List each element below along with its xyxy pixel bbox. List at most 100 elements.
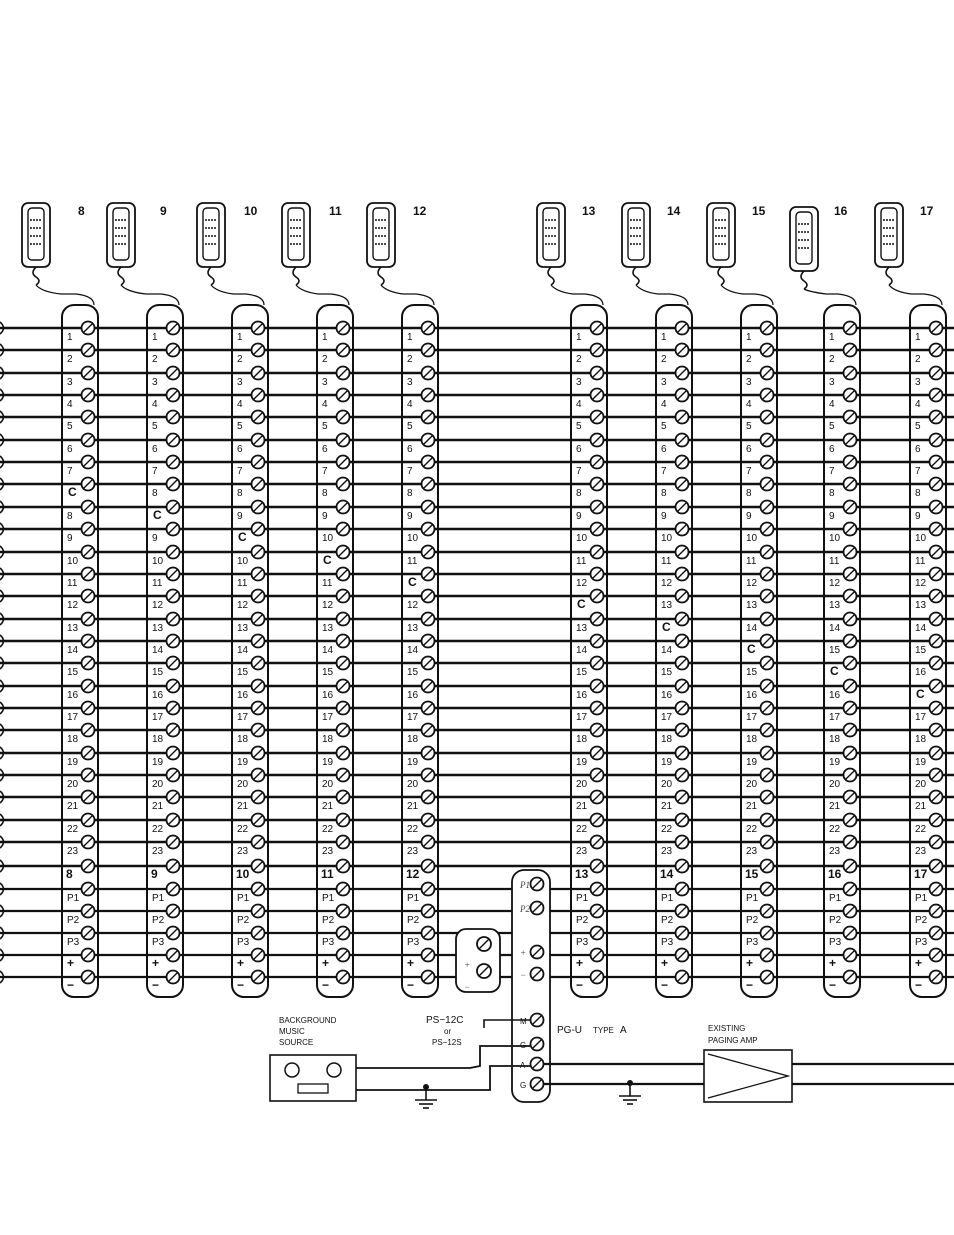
terminal-screw xyxy=(589,858,605,874)
terminal-label: 10 xyxy=(407,533,419,544)
wall-telephone-icon: 15 xyxy=(706,202,774,306)
bus-wire-stub xyxy=(0,768,5,782)
terminal-screw xyxy=(420,678,436,694)
terminal-screw xyxy=(335,633,351,649)
terminal-label: 14 xyxy=(237,645,249,656)
terminal-label: P2 xyxy=(67,915,80,926)
terminal-screw xyxy=(928,655,944,671)
terminal-screw xyxy=(842,544,858,560)
terminal-label: + xyxy=(67,956,74,970)
terminal-screw xyxy=(529,1036,545,1052)
terminal-label: 7 xyxy=(322,466,328,477)
terminal-screw xyxy=(165,700,181,716)
terminal-label: 18 xyxy=(407,734,419,745)
terminal-screw xyxy=(928,566,944,582)
terminal-label: + xyxy=(915,956,922,970)
terminal-screw xyxy=(335,342,351,358)
terminal-screw xyxy=(476,936,492,952)
terminal-label: 10 xyxy=(67,556,79,567)
terminal-label: 12 xyxy=(407,600,419,611)
station-terminal-number: 16 xyxy=(828,867,842,881)
terminal-label: P3 xyxy=(829,937,842,948)
terminal-label: 20 xyxy=(576,779,588,790)
terminal-label: 14 xyxy=(322,645,334,656)
terminal-screw xyxy=(928,767,944,783)
terminal-screw xyxy=(420,409,436,425)
terminal-screw xyxy=(335,320,351,336)
terminal-screw xyxy=(165,521,181,537)
terminal-label: 22 xyxy=(67,824,79,835)
terminal-screw xyxy=(842,588,858,604)
terminal-label: 10 xyxy=(829,533,841,544)
terminal-screw xyxy=(165,566,181,582)
terminal-label: 10 xyxy=(576,533,588,544)
terminal-label: 9 xyxy=(67,533,73,544)
terminal-label: 13 xyxy=(67,623,79,634)
terminal-label: 5 xyxy=(322,421,328,432)
terminal-label: 13 xyxy=(407,623,419,634)
terminal-screw xyxy=(928,499,944,515)
terminal-label: 8 xyxy=(746,488,752,499)
terminal-screw xyxy=(165,409,181,425)
terminal-screw xyxy=(674,611,690,627)
terminal-screw xyxy=(759,409,775,425)
terminal-screw xyxy=(674,588,690,604)
terminal-label: 19 xyxy=(915,757,927,768)
terminal-screw xyxy=(165,767,181,783)
terminal-label: 5 xyxy=(67,421,73,432)
terminal-screw xyxy=(842,947,858,963)
terminal-screw xyxy=(674,767,690,783)
terminal-label: 15 xyxy=(829,645,841,656)
terminal-label: 8 xyxy=(576,488,582,499)
terminal-label: 12 xyxy=(746,578,758,589)
terminal-label: 8 xyxy=(322,488,328,499)
terminal-screw xyxy=(335,611,351,627)
bus-wire-stub xyxy=(0,477,5,491)
wall-telephone-icon: 17 xyxy=(874,202,943,306)
terminal-label: 4 xyxy=(152,399,158,410)
bus-wire-stub xyxy=(0,813,5,827)
terminal-label: 4 xyxy=(661,399,667,410)
terminal-label: P2 xyxy=(237,915,250,926)
terminal-screw xyxy=(165,789,181,805)
terminal-label: 12 xyxy=(576,578,588,589)
terminal-label: P2 xyxy=(407,915,420,926)
terminal-label: P2 xyxy=(322,915,335,926)
terminal-label: 9 xyxy=(407,511,413,522)
terminal-screw xyxy=(842,858,858,874)
terminal-label: 3 xyxy=(407,377,413,388)
bus-lines xyxy=(0,321,954,984)
bus-wire-stub xyxy=(0,790,5,804)
terminal-label: 16 xyxy=(407,690,419,701)
terminal-screw xyxy=(420,947,436,963)
terminal-screw xyxy=(928,409,944,425)
bus-wire-stub xyxy=(0,656,5,670)
ps-plus-label: + xyxy=(464,960,470,970)
terminal-screw xyxy=(420,611,436,627)
terminal-label: 13 xyxy=(746,600,758,611)
terminal-screw xyxy=(589,454,605,470)
terminal-label: 17 xyxy=(67,712,79,723)
terminal-screw xyxy=(759,655,775,671)
terminal-label: 8 xyxy=(915,488,921,499)
terminal-label: 16 xyxy=(829,690,841,701)
station-number-label: 12 xyxy=(413,204,427,218)
terminal-label: 11 xyxy=(576,556,587,567)
terminal-screw xyxy=(165,476,181,492)
common-terminal-label: C xyxy=(408,575,417,589)
terminal-screw xyxy=(335,521,351,537)
terminal-label: 1 xyxy=(322,332,328,343)
wall-telephone-icon: 11 xyxy=(281,202,350,306)
terminal-label: P3 xyxy=(746,937,759,948)
terminal-screw xyxy=(80,745,96,761)
terminal-screw xyxy=(759,387,775,403)
terminal-label: 12 xyxy=(322,600,334,611)
bus-wire-stub xyxy=(0,835,5,849)
terminal-label: P1 xyxy=(407,893,420,904)
terminal-screw xyxy=(165,588,181,604)
wall-telephone-icon: 10 xyxy=(196,202,265,306)
terminal-screw xyxy=(842,789,858,805)
station-number-label: 9 xyxy=(160,204,167,218)
terminal-label: 10 xyxy=(322,533,334,544)
terminal-label: 23 xyxy=(322,846,334,857)
